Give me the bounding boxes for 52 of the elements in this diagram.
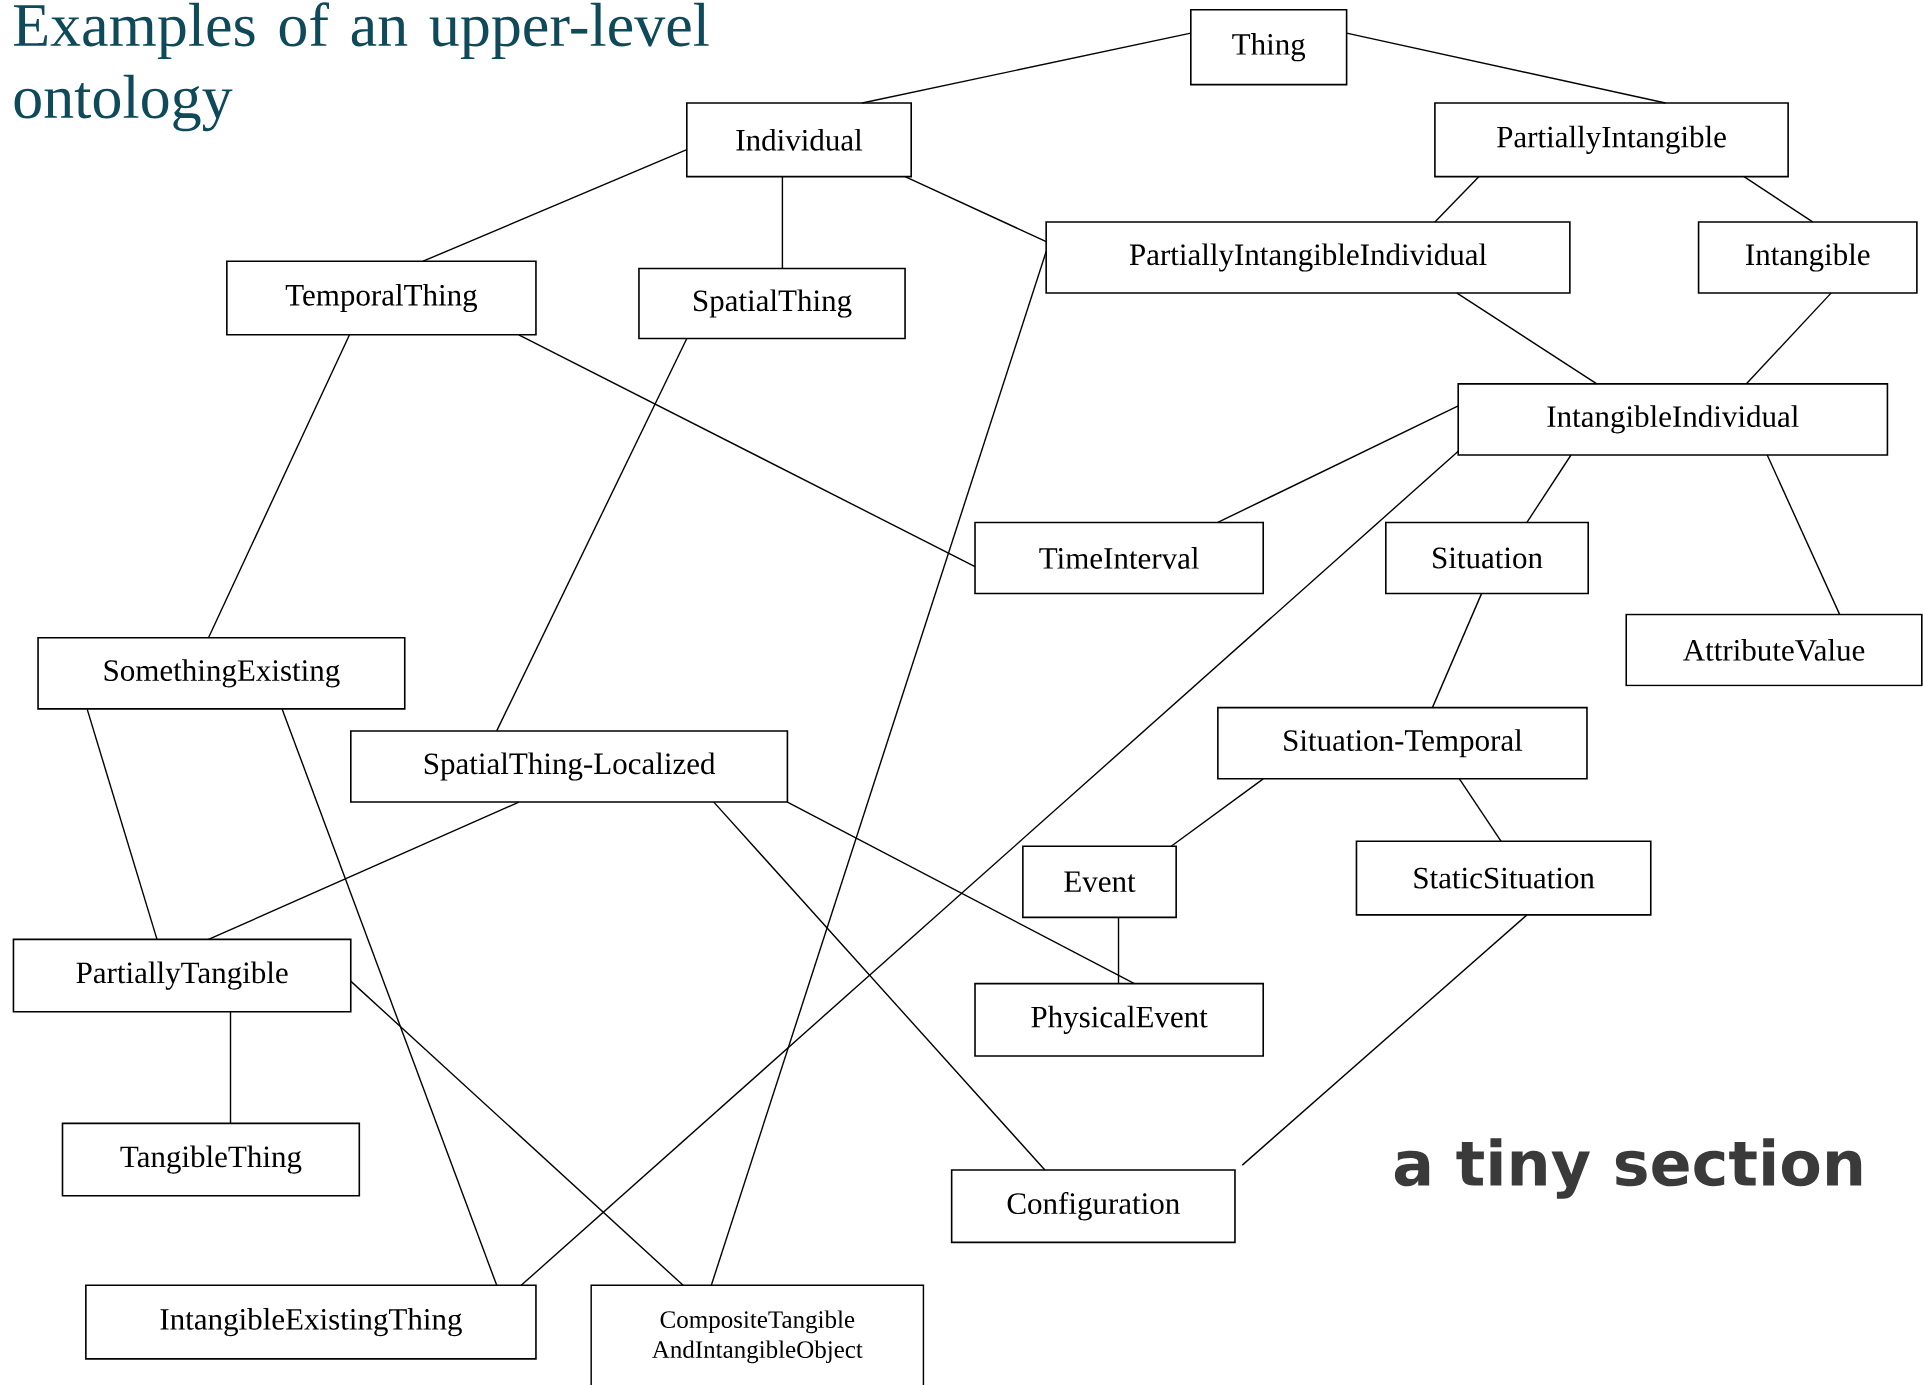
connector-line xyxy=(713,801,1046,1171)
connector-line xyxy=(1117,916,1120,985)
connector-line xyxy=(781,175,784,270)
connector-line xyxy=(786,801,1136,985)
connector-line xyxy=(207,801,520,941)
class-box: Thing xyxy=(1190,9,1348,86)
class-box: Event xyxy=(1022,845,1177,919)
connector-line xyxy=(207,334,351,639)
connector-line xyxy=(1170,778,1264,847)
connector-line xyxy=(496,337,688,732)
class-box: Intangible xyxy=(1697,221,1918,294)
connector-line xyxy=(1458,778,1502,842)
connector-line xyxy=(1766,454,1841,616)
class-box: PartiallyTangible xyxy=(12,938,352,1013)
class-box: Situation xyxy=(1385,521,1589,595)
class-box: PartiallyIntangible xyxy=(1434,102,1789,178)
class-box: CompositeTangible AndIntangibleObject xyxy=(590,1284,925,1385)
class-box: IntangibleIndividual xyxy=(1457,383,1889,456)
class-box: AttributeValue xyxy=(1625,613,1923,687)
class-box: PhysicalEvent xyxy=(974,982,1264,1057)
class-box: SpatialThing xyxy=(638,267,906,340)
connector-line xyxy=(1526,454,1572,524)
connector-line xyxy=(1745,292,1832,385)
connector-line xyxy=(1345,32,1667,104)
connector-line xyxy=(520,450,1459,1286)
class-box: IntangibleExistingThing xyxy=(85,1284,537,1360)
connector-line xyxy=(281,708,498,1286)
connector-line xyxy=(1241,914,1528,1166)
class-box: StaticSituation xyxy=(1355,840,1652,916)
connector-line xyxy=(1217,405,1459,524)
connector-line xyxy=(1431,592,1483,709)
connector-line xyxy=(1743,175,1814,223)
connector-line xyxy=(422,148,688,262)
connector-line xyxy=(1456,292,1598,385)
connector-line xyxy=(904,175,1047,243)
class-box: Situation-Temporal xyxy=(1217,706,1588,780)
class-box: Individual xyxy=(686,102,912,178)
connector-line xyxy=(229,1011,232,1125)
connector-line xyxy=(350,980,684,1286)
class-box: Configuration xyxy=(950,1169,1236,1244)
class-box: TemporalThing xyxy=(226,260,537,336)
connector-line xyxy=(861,32,1192,104)
class-box: TangibleThing xyxy=(61,1122,361,1197)
class-box: PartiallyIntangibleIndividual xyxy=(1045,221,1571,294)
class-box: TimeInterval xyxy=(974,521,1264,595)
class-box: SomethingExisting xyxy=(37,636,406,710)
connector-line xyxy=(1434,175,1480,223)
class-box: SpatialThing-Localized xyxy=(350,730,789,803)
connector-line xyxy=(710,250,1047,1286)
note-text: a tiny section xyxy=(1394,1138,1862,1199)
connector-line xyxy=(518,334,976,568)
connector-line xyxy=(86,708,158,941)
